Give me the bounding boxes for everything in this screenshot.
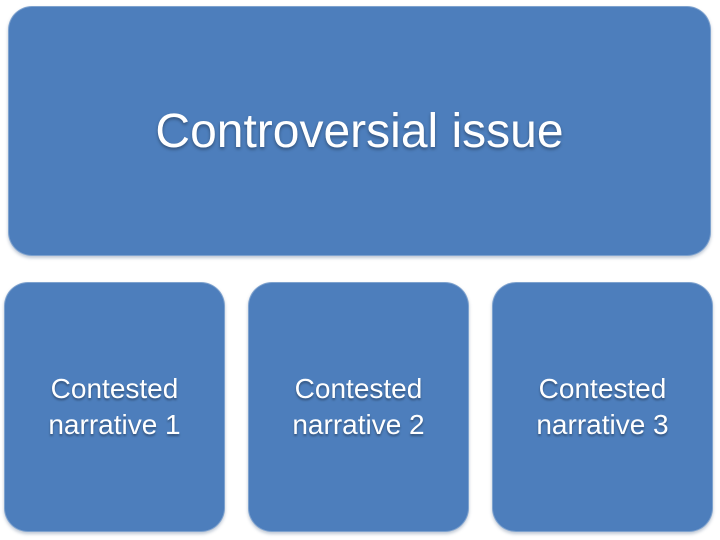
contested-narrative-2-label: Contested narrative 2 — [292, 372, 425, 440]
contested-narrative-1-label: Contested narrative 1 — [48, 372, 181, 440]
contested-narrative-2-box: Contested narrative 2 — [248, 282, 469, 532]
contested-narrative-1-box: Contested narrative 1 — [4, 282, 225, 532]
contested-narrative-3-label: Contested narrative 3 — [536, 372, 669, 440]
controversial-issue-label: Controversial issue — [155, 104, 564, 158]
contested-narrative-3-box: Contested narrative 3 — [492, 282, 713, 532]
controversial-issue-box: Controversial issue — [8, 6, 711, 256]
